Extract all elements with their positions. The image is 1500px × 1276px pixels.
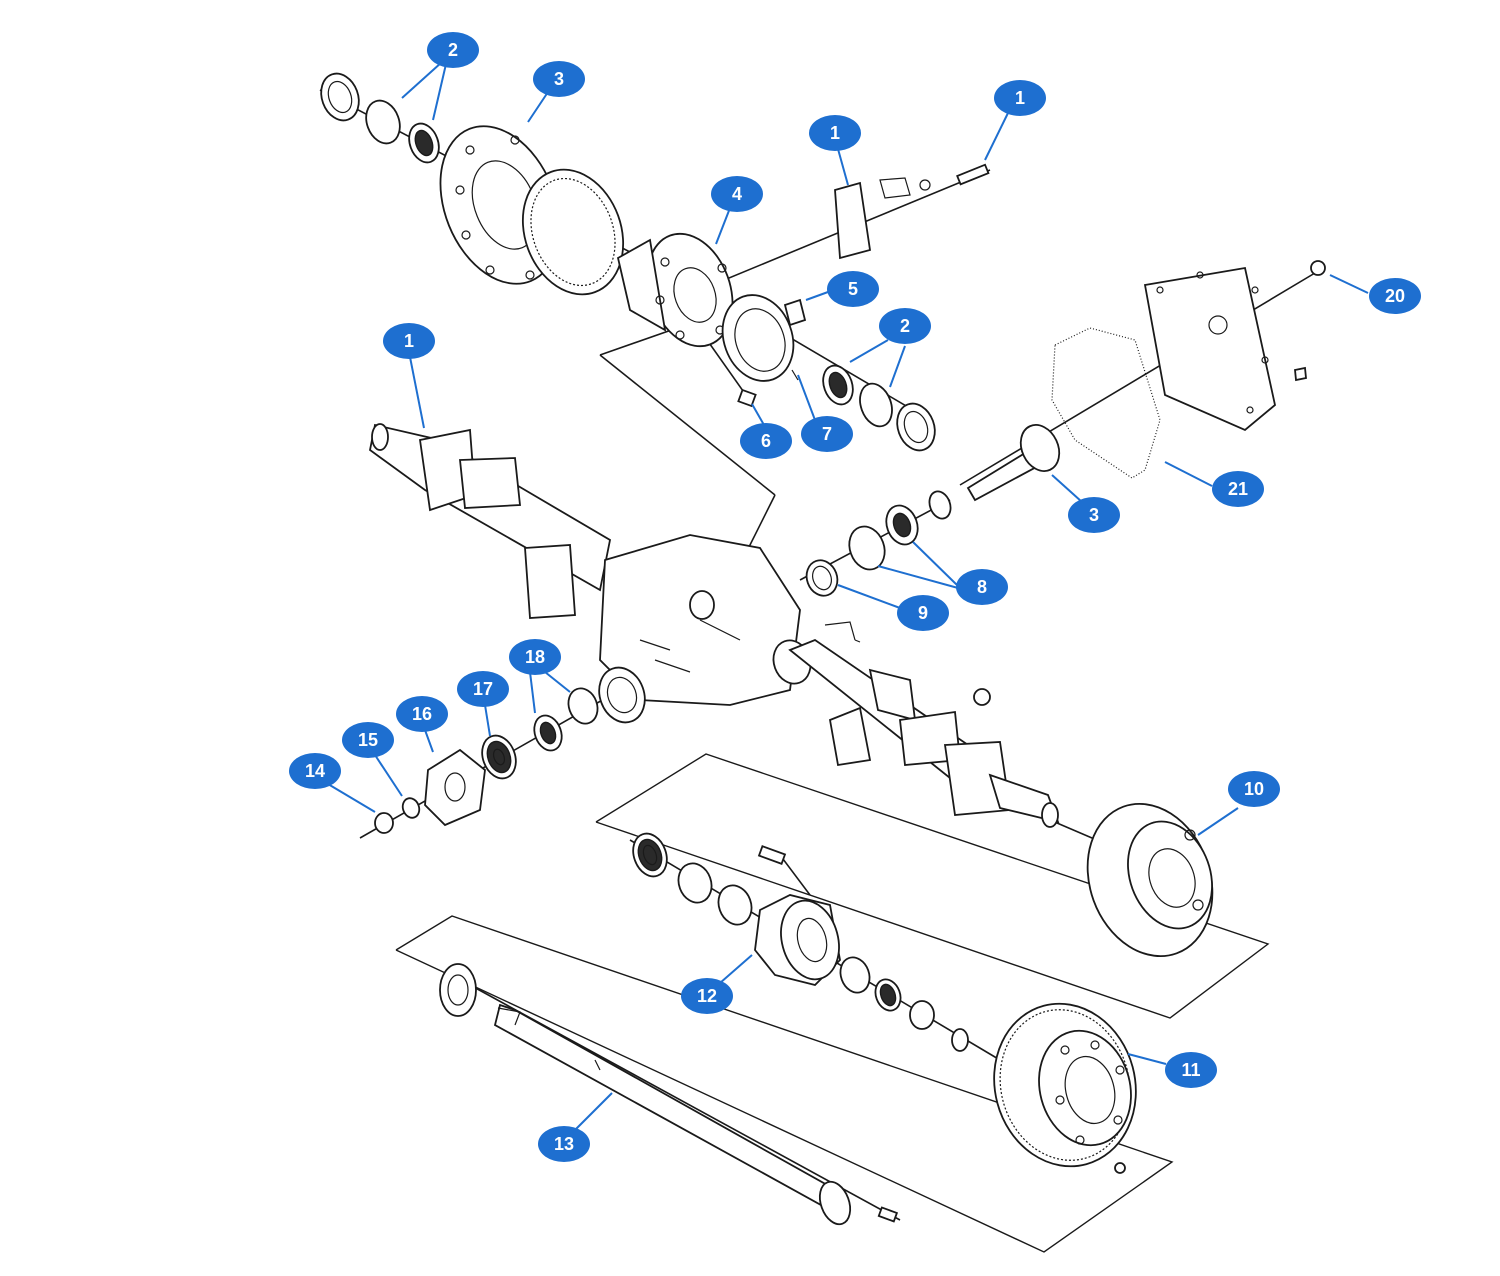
callout-5: 5 — [827, 271, 879, 307]
callout-label: 1 — [1015, 88, 1025, 108]
callout-6: 6 — [740, 423, 792, 459]
callout-label: 21 — [1228, 479, 1248, 499]
callout-label: 3 — [1089, 505, 1099, 525]
callout-18: 18 — [509, 639, 561, 675]
callout-2-right: 2 — [879, 308, 931, 344]
callout-13: 13 — [538, 1126, 590, 1162]
left-side-parts — [374, 687, 599, 834]
callout-12: 12 — [681, 978, 733, 1014]
callout-7: 7 — [801, 416, 853, 452]
callout-20: 20 — [1369, 278, 1421, 314]
callout-label: 10 — [1244, 779, 1264, 799]
callout-label: 3 — [554, 69, 564, 89]
callout-label: 20 — [1385, 286, 1405, 306]
top-parts — [320, 72, 990, 452]
callout-label: 5 — [848, 279, 858, 299]
callout-label: 1 — [404, 331, 414, 351]
callout-17: 17 — [457, 671, 509, 707]
callout-label: 16 — [412, 704, 432, 724]
callout-8: 8 — [956, 569, 1008, 605]
callout-label: 8 — [977, 577, 987, 597]
callout-label: 7 — [822, 424, 832, 444]
callout-label: 17 — [473, 679, 493, 699]
callout-9: 9 — [897, 595, 949, 631]
callout-label: 2 — [448, 40, 458, 60]
axle-housing — [369, 423, 1060, 828]
callout-label: 1 — [830, 123, 840, 143]
callout-label: 13 — [554, 1134, 574, 1154]
callout-10: 10 — [1228, 771, 1280, 807]
callout-label: 11 — [1181, 1060, 1200, 1080]
callout-label: 2 — [900, 316, 910, 336]
callout-label: 12 — [697, 986, 717, 1006]
callout-label: 6 — [761, 431, 771, 451]
callout-2-top: 2 — [427, 32, 479, 68]
rotor-shaft — [439, 963, 1137, 1226]
callout-label: 14 — [305, 761, 325, 781]
callout-1-left: 1 — [383, 323, 435, 359]
callout-3-pinion: 3 — [1068, 497, 1120, 533]
callout-3-top: 3 — [533, 61, 585, 97]
callout-21: 21 — [1212, 471, 1264, 507]
hub-assembly — [632, 802, 1214, 1052]
callout-1-bracket: 1 — [809, 115, 861, 151]
callout-1-bolt: 1 — [994, 80, 1046, 116]
callout-11: 11 — [1165, 1052, 1217, 1088]
subassembly-frames — [395, 753, 1270, 1253]
cover-gasket-pinion — [805, 260, 1326, 597]
callout-15: 15 — [342, 722, 394, 758]
callout-14: 14 — [289, 753, 341, 789]
callout-label: 4 — [732, 184, 742, 204]
callout-16: 16 — [396, 696, 448, 732]
leader-lines — [327, 61, 1369, 1131]
callout-4: 4 — [711, 176, 763, 212]
callout-label: 18 — [525, 647, 545, 667]
callout-label: 9 — [918, 603, 928, 623]
callout-label: 15 — [358, 730, 378, 750]
